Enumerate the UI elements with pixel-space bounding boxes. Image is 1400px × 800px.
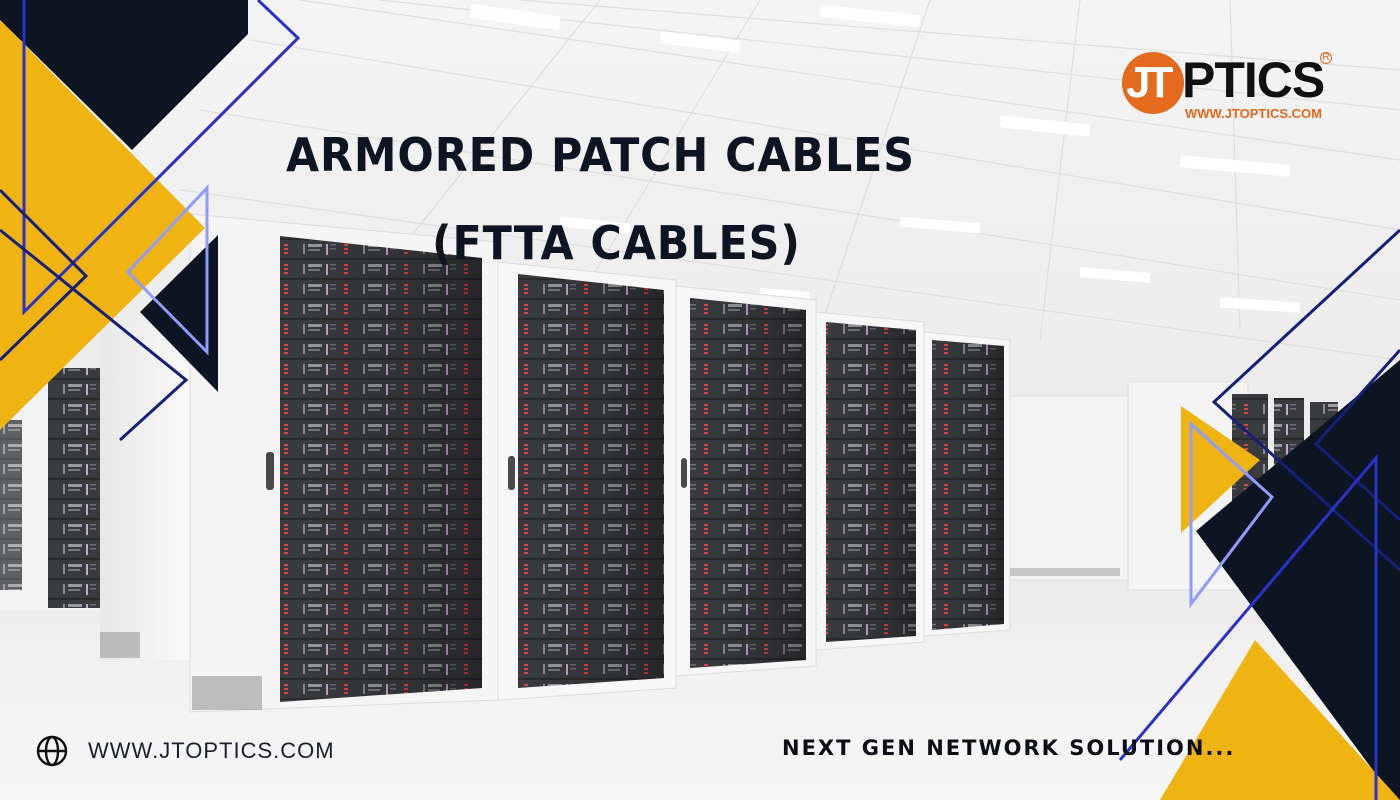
navy-triangle-left-small xyxy=(140,235,218,392)
jtoptics-logo[interactable]: JT PTICS R WWW.JTOPTICS.COM xyxy=(1120,50,1350,130)
globe-icon xyxy=(36,735,68,767)
light-blue-triangle-outline-right xyxy=(1189,420,1275,609)
logo-mark-circle xyxy=(1122,52,1184,114)
logo-url: WWW.JTOPTICS.COM xyxy=(1185,106,1322,121)
navy-triangle-right xyxy=(1196,360,1400,800)
yellow-triangle-left xyxy=(0,20,205,430)
dark-blue-line-right xyxy=(1211,228,1400,572)
light-blue-triangle-outline-left xyxy=(125,184,209,356)
website-url: WWW.JTOPTICS.COM xyxy=(88,738,335,763)
headline-line-2: (FTTA CABLES) xyxy=(432,216,801,270)
dark-blue-line-left xyxy=(0,188,89,362)
dark-blue-line-left-2 xyxy=(0,228,189,442)
logo-mark-text: JT xyxy=(1126,58,1173,107)
registered-icon: R xyxy=(1320,52,1332,64)
tagline: NEXT GEN NETWORK SOLUTION... xyxy=(782,736,1236,760)
yellow-triangle-bottom-right xyxy=(1160,640,1400,800)
navy-triangle-top-left xyxy=(0,0,248,150)
logo-wordmark: PTICS xyxy=(1182,52,1325,108)
blue-line-chevron-top xyxy=(22,0,301,316)
yellow-triangle-right-small xyxy=(1181,406,1260,533)
blue-line-right xyxy=(1118,453,1378,800)
website-link[interactable]: WWW.JTOPTICS.COM xyxy=(36,735,335,767)
dark-blue-line-right-2 xyxy=(1313,349,1400,522)
headline-line-1: ARMORED PATCH CABLES xyxy=(286,128,916,182)
